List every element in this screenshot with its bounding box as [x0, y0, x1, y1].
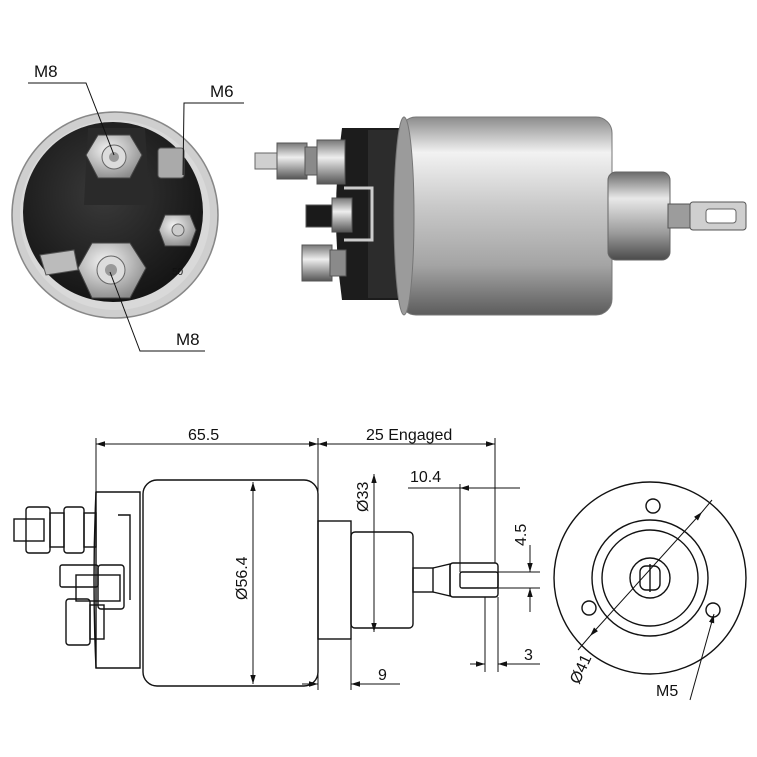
dim-m5: M5	[656, 683, 678, 700]
label-m8-top: M8	[34, 62, 58, 81]
dim-25-engaged: 25 Engaged	[366, 427, 452, 444]
photo-side-view	[254, 116, 747, 316]
dim-3: 3	[524, 647, 533, 664]
drawing-side-view	[13, 479, 499, 687]
label-m6: M6	[210, 82, 234, 101]
dim-10-4: 10.4	[410, 469, 441, 486]
dim-9: 9	[378, 667, 387, 684]
drawing-front-view	[553, 481, 747, 675]
label-m8-bottom: M8	[176, 330, 200, 349]
dim-dia-56-4: Ø56.4	[234, 556, 251, 600]
dim-dia-41: Ø41	[567, 652, 595, 687]
dimension-lines	[95, 438, 715, 701]
photo-end-view: 50	[11, 111, 219, 319]
dim-65-5: 65.5	[188, 427, 219, 444]
photo-leaders	[28, 82, 244, 352]
terminal-mark-50: 50	[172, 267, 184, 278]
dim-dia-33: Ø33	[355, 482, 372, 512]
dim-4-5: 4.5	[513, 524, 530, 546]
